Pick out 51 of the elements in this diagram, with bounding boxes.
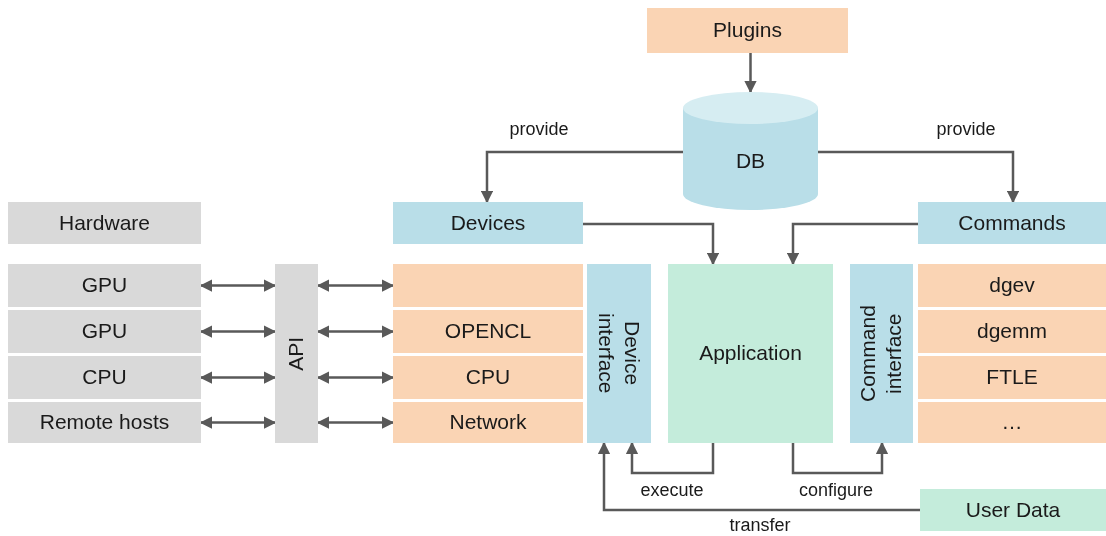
node-text: GPU <box>81 272 128 299</box>
node-text: Command interface <box>855 304 907 404</box>
node-text: … <box>1001 409 1023 436</box>
node-text: Commands <box>958 209 1066 236</box>
api-bar <box>275 264 318 443</box>
node-text: dgemm <box>977 318 1047 345</box>
node-text: Remote hosts <box>39 409 170 436</box>
backend-box <box>393 310 583 353</box>
backend-box <box>393 264 583 307</box>
node-text: CPU <box>465 364 511 391</box>
hardware-box <box>8 356 201 399</box>
application-box <box>668 264 833 443</box>
command-box <box>918 310 1106 353</box>
node-text: CPU <box>82 364 127 391</box>
arrow <box>480 150 683 204</box>
node-text: User Data <box>965 496 1061 523</box>
node-text: API <box>283 336 309 371</box>
arrow <box>786 222 918 266</box>
hardware-box <box>8 264 201 307</box>
hardware-box <box>8 310 201 353</box>
arrow <box>818 150 1020 204</box>
node-text: DB <box>735 147 766 174</box>
node-text: OPENCL <box>444 318 532 345</box>
node-text: Plugins <box>713 17 782 44</box>
data-box <box>920 489 1106 531</box>
command-box <box>918 264 1106 307</box>
backend-box <box>393 356 583 399</box>
process-box <box>393 202 583 244</box>
process-box <box>918 202 1106 244</box>
node-text: Hardware <box>58 209 150 236</box>
interface-bar <box>850 264 913 443</box>
node-text: Devices <box>450 209 526 236</box>
node-text: Network <box>449 409 527 436</box>
process-box <box>647 8 848 53</box>
node-text: GPU <box>81 318 128 345</box>
node-text: Device interface <box>594 312 646 396</box>
arrow <box>791 441 889 475</box>
interface-bar <box>587 264 651 443</box>
arrow <box>583 222 720 266</box>
command-box <box>918 402 1106 443</box>
node-text: Application <box>699 340 802 367</box>
backend-box <box>393 402 583 443</box>
node-text: FTLE <box>986 364 1038 391</box>
arrow <box>625 441 715 475</box>
arrow <box>597 441 920 512</box>
arrow <box>744 53 757 94</box>
node-text: dgev <box>989 272 1035 299</box>
database-cylinder <box>683 92 818 210</box>
header-box <box>8 202 201 244</box>
command-box <box>918 356 1106 399</box>
hardware-box <box>8 402 201 443</box>
